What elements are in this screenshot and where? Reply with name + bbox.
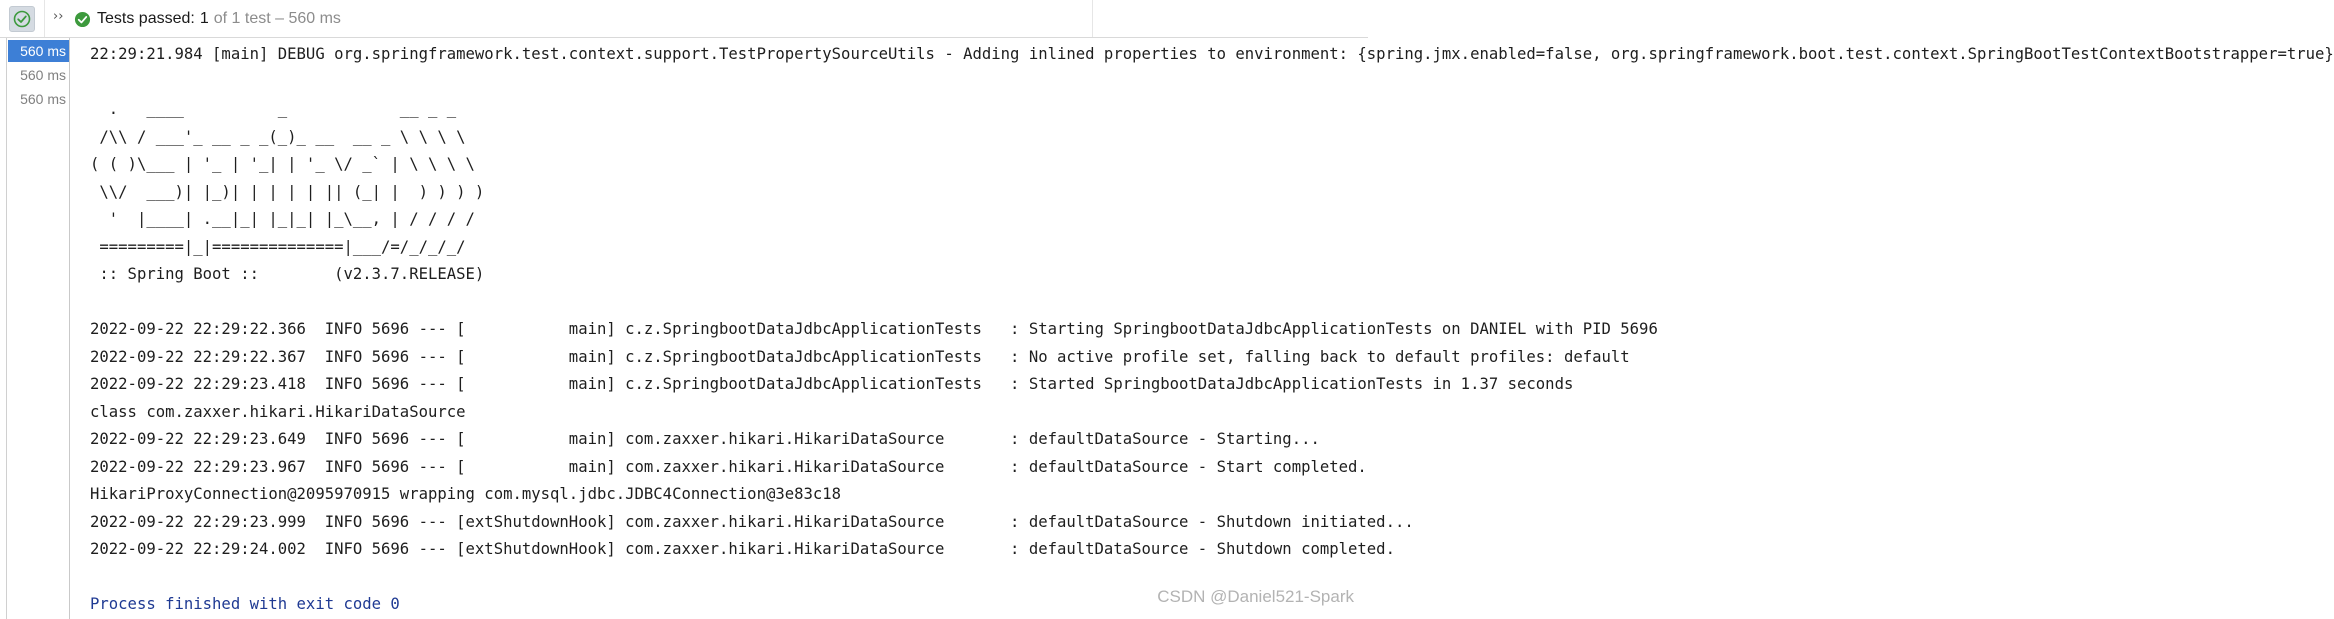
console-line: /\\ / ___'_ __ _ _(_)_ __ __ _ \ \ \ \ xyxy=(90,127,466,146)
console-line: =========|_|==============|___/=/_/_/_/ xyxy=(90,237,466,256)
console-line: ' |____| .__|_| |_|_| |_\__, | / / / / xyxy=(90,210,475,228)
console-output[interactable]: 22:29:21.984 [main] DEBUG org.springfram… xyxy=(90,38,2334,619)
console-line: ( ( )\___ | '_ | '_| | '_ \/ _` | \ \ \ … xyxy=(90,155,475,173)
status-detail: of 1 test – 560 ms xyxy=(213,10,341,27)
toolbar-divider xyxy=(44,0,45,37)
console-line: class com.zaxxer.hikari.HikariDataSource xyxy=(90,402,466,421)
test-duration-item[interactable]: 560 ms xyxy=(20,67,66,83)
console-line: 2022-09-22 22:29:23.418 INFO 5696 --- [ … xyxy=(90,375,1574,393)
test-status-summary: Tests passed: 1 of 1 test – 560 ms xyxy=(74,8,341,30)
watermark-text: CSDN @Daniel521-Spark xyxy=(1157,587,1354,606)
toolbar-right-divider xyxy=(1092,0,1093,37)
console-line: 2022-09-22 22:29:22.367 INFO 5696 --- [ … xyxy=(90,347,1630,366)
console-line: 2022-09-22 22:29:23.649 INFO 5696 --- [ … xyxy=(90,430,1320,448)
console-line: :: Spring Boot :: (v2.3.7.RELEASE) xyxy=(90,265,485,283)
process-exit-line: Process finished with exit code 0 xyxy=(90,595,400,613)
tree-guide-line xyxy=(6,38,7,619)
check-circle-icon xyxy=(13,10,31,28)
test-duration-item[interactable]: 560 ms xyxy=(20,91,66,107)
show-passed-toggle-button[interactable] xyxy=(9,6,35,32)
console-line: 2022-09-22 22:29:23.967 INFO 5696 --- [ … xyxy=(90,457,1367,476)
console-line: 22:29:21.984 [main] DEBUG org.springfram… xyxy=(90,45,2334,63)
test-results-toolbar: ›› Tests passed: 1 of 1 test – 560 ms xyxy=(0,0,1368,38)
console-line: \\/ ___)| |_)| | | | | || (_| | ) ) ) ) xyxy=(90,182,485,201)
console-line: 2022-09-22 22:29:22.366 INFO 5696 --- [ … xyxy=(90,320,1658,338)
console-line: 2022-09-22 22:29:24.002 INFO 5696 --- [e… xyxy=(90,540,1395,558)
console-line: . ____ _ __ _ _ xyxy=(90,100,457,118)
status-label: Tests passed: xyxy=(97,10,195,27)
test-tree-gutter: 560 ms 560 ms 560 ms xyxy=(0,38,70,619)
passed-count: 1 xyxy=(199,10,209,27)
console-line: 2022-09-22 22:29:23.999 INFO 5696 --- [e… xyxy=(90,512,1414,531)
test-duration-item[interactable]: 560 ms xyxy=(8,40,69,62)
test-passed-icon xyxy=(74,11,91,27)
console-line: HikariProxyConnection@2095970915 wrappin… xyxy=(90,485,842,503)
expand-chevron-icon[interactable]: ›› xyxy=(53,9,64,24)
